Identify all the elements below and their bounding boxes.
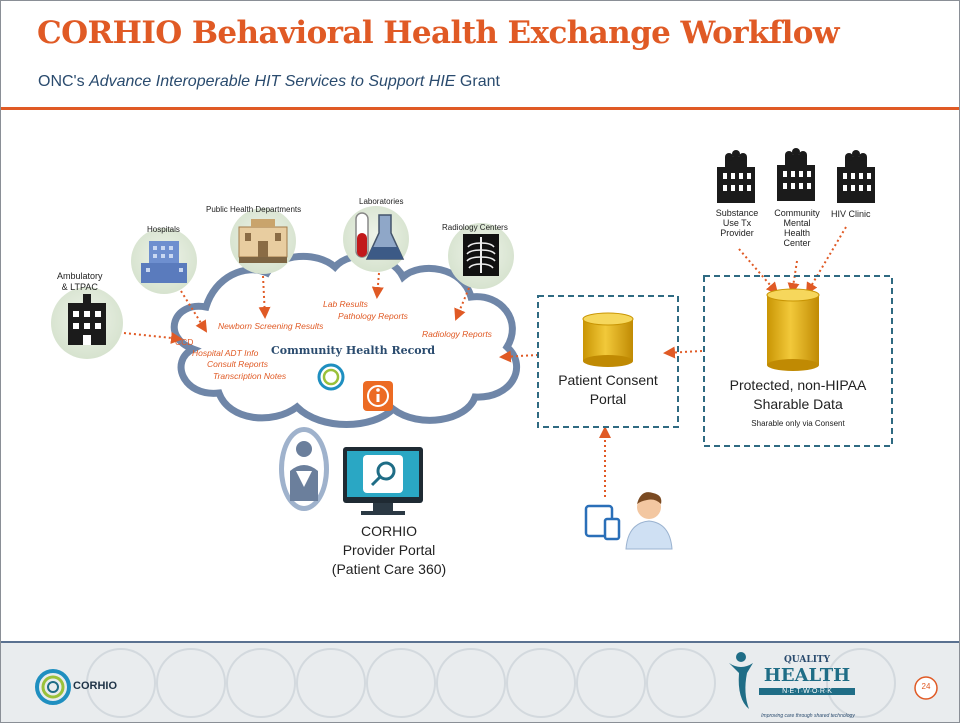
lab-results-label: Lab Results <box>323 299 368 309</box>
arrow-public-health <box>258 275 271 319</box>
xray-icon <box>463 234 499 276</box>
public-health-label: Public Health Departments <box>206 205 302 214</box>
community-cloud <box>170 252 521 428</box>
ambulatory-label-line-2: & LTPAC <box>61 282 98 292</box>
community-line-3: Health <box>783 228 810 238</box>
protected-data-label: Protected, non-HIPAA Sharable Data <box>707 376 889 414</box>
protected-note: Sharable only via Consent <box>751 419 845 428</box>
consent-portal-line-2: Portal <box>589 391 627 407</box>
page-number: 24 <box>921 682 931 691</box>
qhn-tagline: Improving care through shared technology <box>761 713 855 719</box>
provider-portal-line-3: (Patient Care 360) <box>331 561 447 577</box>
community-health-record-label: Community Health Record <box>271 344 436 357</box>
community-building-icon <box>777 148 815 201</box>
transcription-label: Transcription Notes <box>213 371 287 381</box>
consent-portal-line-1: Patient Consent <box>558 372 658 388</box>
footer-pattern <box>35 648 938 718</box>
footer: CORHIO QUALITY HEALTH N·E·T·W·O·R·K Impr… <box>1 641 959 722</box>
arrow-radiology <box>454 287 470 321</box>
corhio-logo-icon <box>35 669 71 705</box>
qhn-figure-icon <box>729 652 753 709</box>
community-line-4: Center <box>783 238 811 248</box>
corhio-c-icon <box>317 363 345 391</box>
qhn-network: N·E·T·W·O·R·K <box>759 688 855 695</box>
radiology-reports-label: Radiology Reports <box>422 329 492 339</box>
ambulatory-building-icon <box>68 294 106 345</box>
hiv-clinic-label: HIV Clinic <box>831 209 871 219</box>
arrow-consent-to-cloud <box>499 350 539 363</box>
hiv-clinic-building-icon <box>837 150 875 203</box>
page-number-circle <box>914 676 938 700</box>
hospitals-label: Hospitals <box>147 225 180 234</box>
slide-subtitle: ONC's Advance Interoperable HIT Services… <box>38 73 500 91</box>
substance-building-icon <box>717 150 755 203</box>
community-line-1: Community <box>774 208 820 218</box>
info-icon <box>363 381 393 411</box>
hospital-building-icon <box>141 241 187 283</box>
pathology-label: Pathology Reports <box>338 311 408 321</box>
ccd-label: CCD <box>175 337 194 347</box>
ambulatory-label-line-1: Ambulatory <box>57 271 103 281</box>
laboratories-label: Laboratories <box>359 197 404 206</box>
adt-label: Hospital ADT Info <box>192 348 259 358</box>
laboratory-glassware-icon <box>355 212 405 260</box>
public-health-building-icon <box>238 219 288 263</box>
substance-line-1: Substance <box>715 208 759 218</box>
qhn-health: HEALTH <box>763 665 851 686</box>
provider-portal-line-2: Provider Portal <box>342 542 436 558</box>
protected-title-line-1: Protected, non-HIPAA <box>729 377 867 393</box>
subtitle-suffix: Grant <box>455 73 500 90</box>
substance-line-2: Use Tx <box>722 218 752 228</box>
subtitle-prefix: ONC's <box>38 73 90 90</box>
community-line-2: Mental <box>783 218 811 228</box>
corhio-logo-text: CORHIO <box>73 680 117 692</box>
arrow-substance <box>738 248 779 295</box>
protected-database-icon <box>766 288 820 371</box>
consent-portal-box <box>537 295 679 428</box>
title-rule <box>1 107 959 110</box>
consent-database-icon <box>582 312 634 367</box>
qhn-quality: QUALITY <box>783 655 831 665</box>
devices-icon <box>584 504 621 541</box>
newborn-label: Newborn Screening Results <box>218 321 324 331</box>
slide-title: CORHIO Behavioral Health Exchange Workfl… <box>37 15 840 51</box>
patient-icon <box>625 492 673 550</box>
radiology-label: Radiology Centers <box>442 223 508 232</box>
protected-title-line-2: Sharable Data <box>753 396 843 412</box>
arrow-protected-to-consent <box>663 346 703 359</box>
consult-label: Consult Reports <box>207 359 268 369</box>
subtitle-italic: Advance Interoperable HIT Services to Su… <box>89 73 456 90</box>
provider-portal-label: CORHIO Provider Portal (Patient Care 360) <box>321 522 457 579</box>
protected-data-box <box>703 275 893 447</box>
arrow-labs <box>371 272 384 299</box>
doctor-icon <box>279 427 329 511</box>
provider-portal-line-1: CORHIO <box>361 523 417 539</box>
substance-line-3: Provider <box>720 228 754 238</box>
ambulatory-label: Ambulatory& LTPAC <box>57 271 103 293</box>
monitor-icon <box>343 447 423 515</box>
